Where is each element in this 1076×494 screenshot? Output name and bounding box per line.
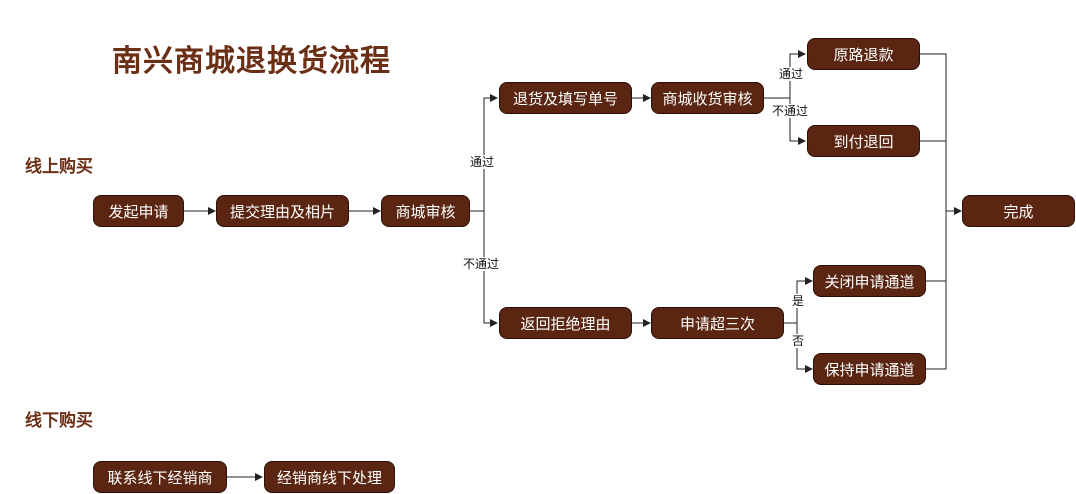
- node-over-three[interactable]: 申请超三次: [651, 307, 784, 339]
- label-receive-pass: 通过: [778, 67, 805, 81]
- label-yes: 是: [791, 294, 806, 308]
- label-no: 否: [791, 334, 806, 348]
- node-done[interactable]: 完成: [962, 195, 1075, 227]
- section-offline: 线下购买: [25, 411, 93, 431]
- node-return-fill[interactable]: 退货及填写单号: [499, 82, 632, 114]
- node-contact-dealer[interactable]: 联系线下经销商: [93, 461, 227, 493]
- page-title: 南兴商城退换货流程: [112, 44, 391, 79]
- label-review-fail: 不通过: [462, 257, 501, 271]
- edge-refund-merge: [920, 53, 947, 370]
- section-online: 线上购买: [25, 157, 93, 177]
- node-close-channel[interactable]: 关闭申请通道: [813, 265, 926, 297]
- node-start[interactable]: 发起申请: [93, 195, 184, 227]
- edge-review-fail: [483, 211, 498, 327]
- node-review[interactable]: 商城审核: [381, 195, 470, 227]
- label-receive-fail: 不通过: [771, 104, 810, 118]
- node-refund[interactable]: 原路退款: [807, 38, 920, 70]
- node-submit[interactable]: 提交理由及相片: [216, 195, 349, 227]
- label-review-pass: 通过: [469, 155, 496, 169]
- node-keep-channel[interactable]: 保持申请通道: [813, 353, 926, 385]
- node-cod-return[interactable]: 到付退回: [807, 125, 920, 157]
- edge-review-pass: [470, 94, 498, 212]
- node-reject[interactable]: 返回拒绝理由: [499, 307, 632, 339]
- node-receive-review[interactable]: 商城收货审核: [651, 82, 764, 114]
- node-dealer-handle[interactable]: 经销商线下处理: [264, 461, 395, 493]
